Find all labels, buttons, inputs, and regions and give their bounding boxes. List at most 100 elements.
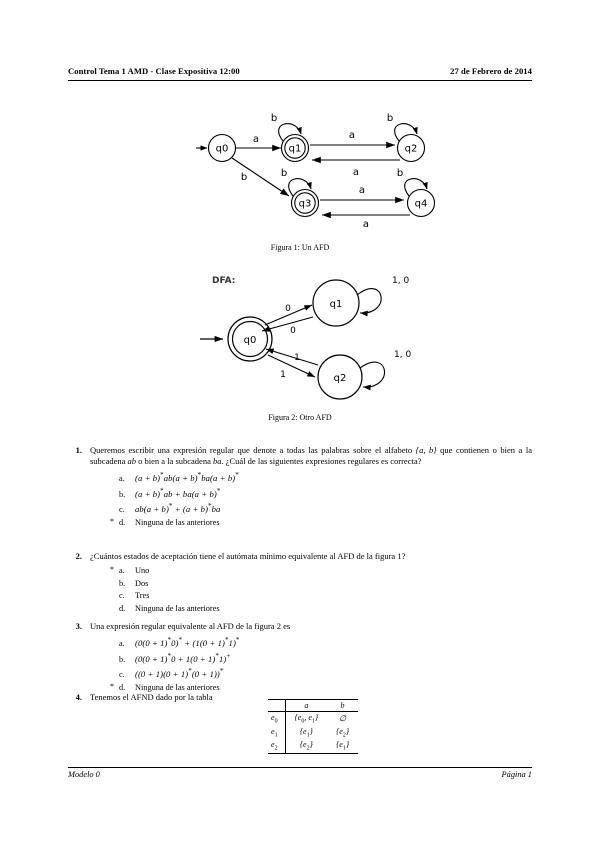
option-letter: a. (119, 474, 125, 484)
question-3: 3. Una expresión regular equivalente al … (68, 621, 532, 694)
option-row[interactable]: b. (a + b)*ab + ba(a + b)* (110, 486, 532, 501)
option-text: (a + b)*ab + ba(a + b)* (135, 486, 221, 499)
option-text: ((0 + 1)(0 + 1)*(0 + 1))* (135, 667, 224, 680)
q1-subchain-ab: ab (127, 456, 137, 467)
footer-divider (68, 767, 532, 768)
q1-text-part-2: que contienen o bien a la subcadena (90, 445, 532, 467)
option-row[interactable]: c. ab(a + b)* + (a + b)*ba (110, 501, 532, 516)
table-header-a: a (285, 699, 328, 712)
option-text: Uno (135, 566, 150, 576)
question-2: 2. ¿Cuántos estados de aceptación tiene … (68, 551, 532, 616)
table-cell-b: {e2} (336, 726, 350, 739)
svg-text:b: b (281, 168, 287, 179)
figure-1-caption: Figura 1: Un AFD (270, 243, 330, 252)
table-row: e1 {e1} {e2} (268, 725, 358, 740)
svg-text:q1: q1 (330, 299, 343, 310)
question-1: 1. Queremos escribir una expresión regul… (68, 445, 532, 529)
svg-text:q3: q3 (299, 199, 312, 210)
option-row[interactable]: b. (0(0 + 1)*0 + 1(0 + 1)*1)+ (110, 651, 532, 666)
page-footer: Modelo 0 Página 1 (68, 770, 532, 779)
option-letter: b. (119, 489, 126, 499)
q1-text-part-3: o bien a la subcadena (136, 456, 213, 467)
option-letter: c. (119, 505, 125, 515)
table-top-rule (268, 697, 359, 700)
svg-text:a: a (363, 219, 369, 230)
question-4-number: 4. (75, 692, 82, 702)
svg-text:a: a (353, 167, 359, 178)
question-3-number: 3. (75, 621, 82, 631)
option-marker: * (110, 516, 114, 526)
q1-text-part-4: . ¿Cuál de las siguientes expresiones re… (221, 456, 422, 467)
table-cell-b: ∅ (339, 714, 347, 724)
option-marker: * (110, 681, 114, 691)
table-bottom-rule (268, 752, 359, 756)
option-text: Ninguna de las anteriores (135, 604, 220, 614)
svg-text:q2: q2 (334, 373, 347, 384)
option-letter: a. (119, 566, 125, 576)
table-cell-a: {e0, e1} (294, 713, 319, 725)
svg-text:q2: q2 (405, 144, 418, 155)
question-2-options: * a. Uno b. Dos c. Tres d. Ninguna de la… (110, 565, 532, 615)
option-letter: d. (119, 517, 126, 527)
svg-text:1, 0: 1, 0 (394, 350, 411, 360)
header-date: 27 de Febrero de 2014 (450, 66, 532, 76)
question-3-options: a. (0(0 + 1)*0)* + (1(0 + 1)*1)* b. (0(0… (110, 635, 532, 694)
svg-text:1, 0: 1, 0 (392, 276, 409, 286)
table-cell-b: {e1} (336, 740, 350, 752)
svg-text:b: b (397, 168, 403, 179)
table-header-row: a b (268, 699, 359, 712)
option-text: Ninguna de las anteriores (135, 517, 220, 527)
option-letter: d. (119, 682, 126, 692)
question-1-number: 1. (75, 445, 82, 455)
q1-subchain-ba: ba (212, 456, 222, 467)
svg-text:a: a (359, 185, 365, 196)
option-row[interactable]: * d. Ninguna de las anteriores (110, 517, 532, 530)
svg-text:b: b (387, 113, 393, 124)
option-row[interactable]: d. Ninguna de las anteriores (110, 603, 532, 616)
option-row[interactable]: a. (0(0 + 1)*0)* + (1(0 + 1)*1)* (110, 635, 532, 650)
option-text: (0(0 + 1)*0)* + (1(0 + 1)*1)* (135, 636, 240, 649)
option-row[interactable]: c. Tres (110, 590, 532, 603)
question-4: 4. Tenemos el AFND dado por la tabla (68, 692, 532, 703)
option-text: ab(a + b)* + (a + b)*ba (135, 502, 221, 515)
option-text: Ninguna de las anteriores (135, 682, 220, 692)
svg-text:a: a (253, 134, 259, 145)
page-header: Control Tema 1 AMD - Clase Expositiva 12… (68, 66, 532, 76)
footer-model: Modelo 0 (68, 770, 100, 779)
option-letter: a. (119, 639, 125, 649)
option-letter: c. (119, 670, 125, 680)
svg-text:q0: q0 (244, 335, 257, 346)
q1-alphabet: {a, b} (415, 445, 437, 455)
table-cell-a: {e2} (299, 740, 313, 752)
option-letter: d. (119, 604, 126, 614)
option-letter: b. (119, 578, 126, 588)
svg-text:0: 0 (285, 304, 291, 314)
table-state-label: e2 (268, 739, 286, 754)
svg-text:1: 1 (294, 353, 300, 363)
table-row: e2 {e2} {e1} (268, 739, 358, 754)
option-row[interactable]: a. (a + b)*ab(a + b)*ba(a + b)* (110, 470, 532, 485)
table-cell-a: {e1} (299, 726, 313, 739)
figure-2-caption: Figura 2: Otro AFD (268, 413, 332, 422)
svg-text:b: b (241, 172, 247, 183)
option-row[interactable]: * a. Uno (110, 565, 532, 578)
option-letter: c. (119, 591, 125, 601)
figure-2-label: DFA: (212, 276, 235, 286)
svg-text:a: a (349, 130, 355, 141)
q1-text-part-1: Queremos escribir una expresión regular … (90, 445, 416, 455)
figure-1-automaton: q0 a b q1 b a a q2 b (0, 100, 600, 235)
option-row[interactable]: c. ((0 + 1)(0 + 1)*(0 + 1))* (110, 666, 532, 681)
svg-text:q4: q4 (415, 199, 428, 210)
question-4-text: Tenemos el AFND dado por la tabla (90, 692, 213, 702)
header-divider (68, 80, 532, 81)
question-3-text: Una expresión regular equivalente al AFD… (90, 621, 291, 631)
option-text: Tres (135, 591, 150, 601)
option-row[interactable]: b. Dos (110, 578, 532, 591)
option-row[interactable]: * d. Ninguna de las anteriores (110, 682, 532, 695)
svg-text:q0: q0 (216, 144, 229, 155)
table-row: e0 {e0, e1} ∅ (268, 711, 358, 726)
option-marker: * (110, 565, 114, 575)
svg-text:0: 0 (290, 326, 296, 336)
figure-1-svg: q0 a b q1 b a a q2 b (196, 113, 436, 230)
